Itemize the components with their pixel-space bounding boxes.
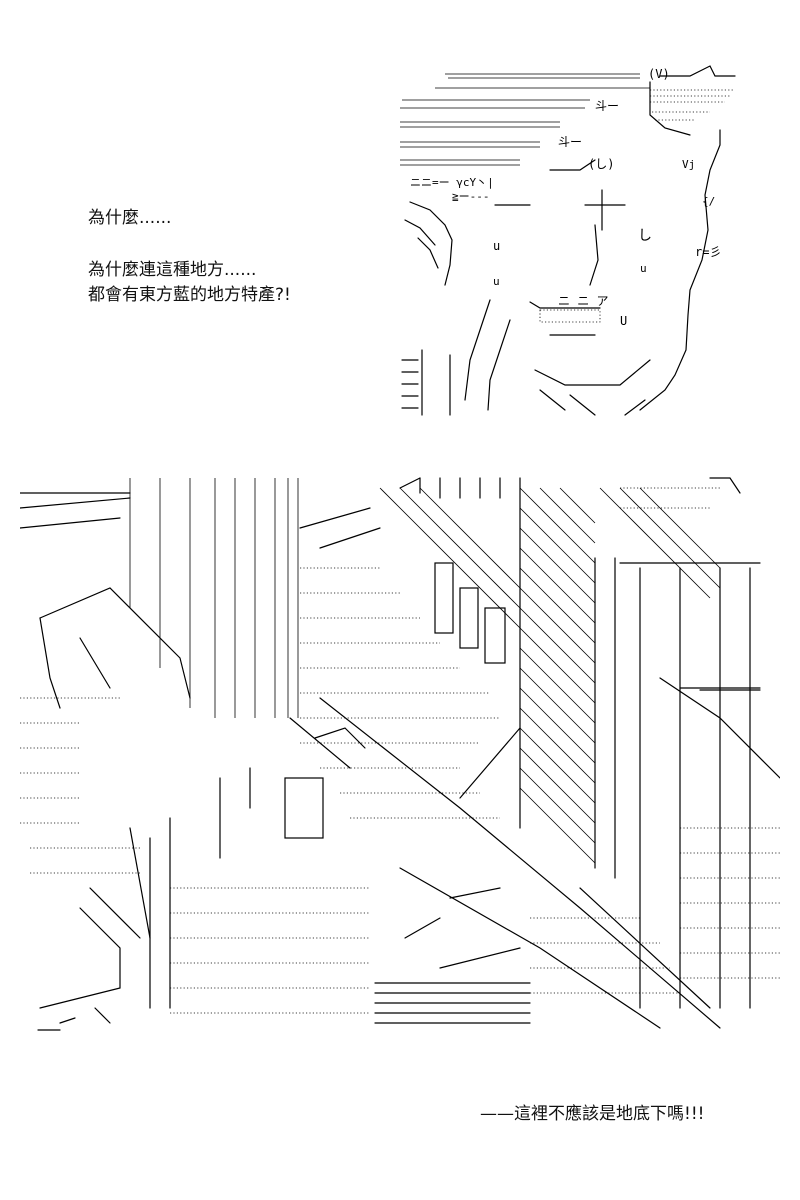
art-mark-u1: u: [493, 239, 500, 253]
dialogue-line-2: 為什麼連這種地方......: [88, 260, 257, 280]
art-hair-right: r=彡: [695, 245, 721, 259]
dialogue-line-3: 都會有東方藍的地方特產?!: [88, 285, 291, 305]
portrait-art: (V) 斗ー 斗ー (し) ニニ=ー γcY丶| ≧ー--- ニ ニ ア u u…: [400, 65, 736, 416]
dialogue-line-1: 為什麼......: [88, 208, 172, 228]
art-brow: ニニ=ー γcY丶|: [410, 176, 494, 189]
art-eye: (し): [588, 157, 614, 171]
art-cheek-b: ニ ニ ア: [558, 294, 608, 308]
art-mark-shi: し: [638, 228, 652, 244]
character-portrait: (V) 斗ー 斗ー (し) ニニ=ー γcY丶| ≧ー--- ニ ニ ア u u…: [390, 60, 740, 420]
art-ear-b: {/: [702, 195, 715, 208]
art-symbol-b: 斗ー: [558, 135, 582, 149]
art-ear-a: Vj: [682, 158, 695, 171]
town-scene: [20, 468, 780, 1043]
scene-art: [20, 477, 780, 1031]
art-symbol-a: 斗ー: [595, 99, 619, 113]
art-mark-u3: u: [640, 262, 647, 275]
art-cheek-a: ≧ー---: [452, 190, 490, 203]
hat-mark: (V): [648, 67, 670, 81]
narration-text: ——這裡不應該是地底下嗎!!!: [480, 1104, 705, 1124]
art-mark-u2: u: [493, 275, 500, 288]
art-mark-u4: U: [620, 314, 627, 328]
